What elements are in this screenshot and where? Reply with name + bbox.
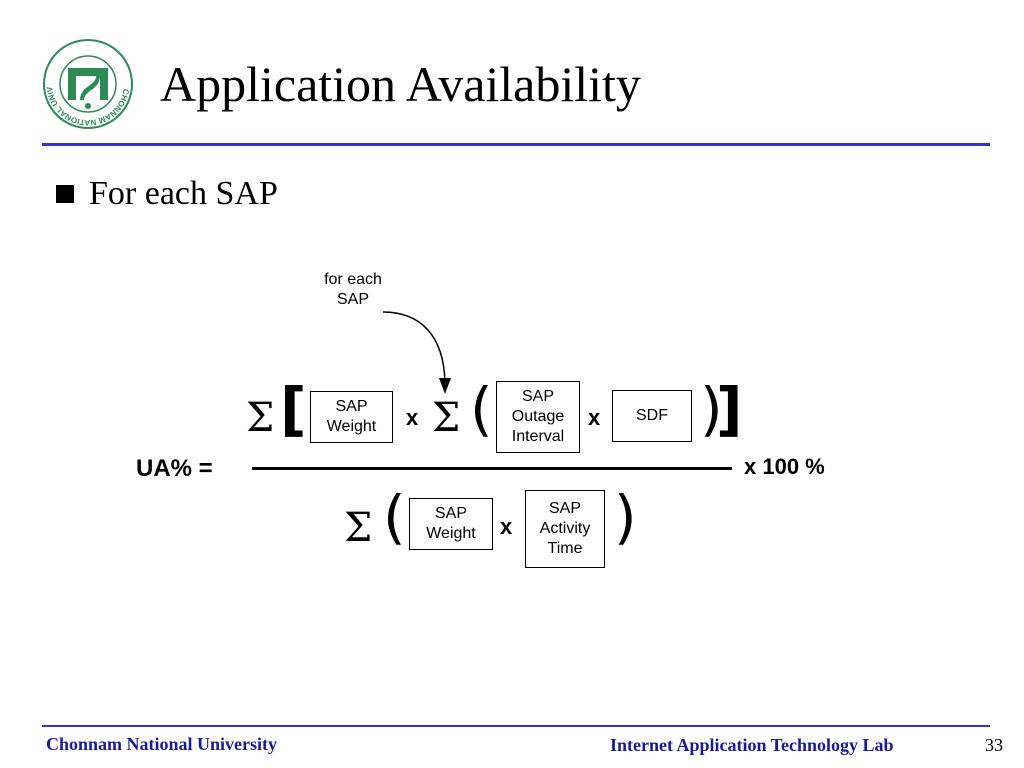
university-seal-icon: CHONNAM NATIONAL UNIVERSITY bbox=[39, 31, 133, 129]
numerator-sap-outage-interval-box: SAP Outage Interval bbox=[496, 381, 580, 453]
numerator-right-paren: ) bbox=[700, 375, 723, 443]
ua-percent-label: UA% = bbox=[136, 455, 213, 482]
numerator-sdf-box: SDF bbox=[612, 390, 692, 442]
times-100-percent: x 100 % bbox=[744, 454, 825, 479]
annotation-line-1: for each bbox=[324, 271, 382, 288]
numerator-sap-weight-box: SAP Weight bbox=[310, 391, 393, 443]
numerator-left-bracket: [ bbox=[280, 375, 307, 443]
footer-lab: Internet Application Technology Lab bbox=[610, 735, 894, 755]
denominator-times: x bbox=[500, 514, 513, 539]
title-divider bbox=[42, 143, 990, 146]
bullet-item: For each SAP bbox=[56, 172, 278, 216]
numerator-sigma-outer: Σ bbox=[246, 395, 275, 441]
numerator-times-2: x bbox=[588, 405, 601, 430]
denominator-right-paren: ) bbox=[614, 483, 637, 551]
numerator-times-1: x bbox=[406, 405, 419, 430]
denominator-left-paren: ( bbox=[383, 483, 406, 551]
annotation-line-2: SAP bbox=[336, 291, 369, 308]
denominator-sigma: Σ bbox=[344, 505, 373, 551]
slide-title: Application Availability bbox=[160, 56, 641, 112]
formula-annotation: for each SAP bbox=[300, 270, 406, 310]
bullet-text: For each SAP bbox=[89, 175, 278, 212]
denominator-sap-weight-box: SAP Weight bbox=[409, 498, 493, 550]
fraction-bar bbox=[252, 467, 732, 470]
denominator-sap-activity-time-box: SAP Activity Time bbox=[525, 490, 605, 568]
footer-university: Chonnam National University bbox=[46, 734, 278, 754]
square-bullet-icon bbox=[56, 185, 74, 203]
numerator-left-paren: ( bbox=[470, 375, 493, 443]
numerator-right-bracket: ] bbox=[716, 375, 743, 443]
page-number: 33 bbox=[985, 735, 1003, 755]
university-logo: CHONNAM NATIONAL UNIVERSITY bbox=[39, 31, 134, 130]
numerator-sigma-inner: Σ bbox=[432, 395, 461, 441]
footer-divider bbox=[42, 725, 990, 727]
